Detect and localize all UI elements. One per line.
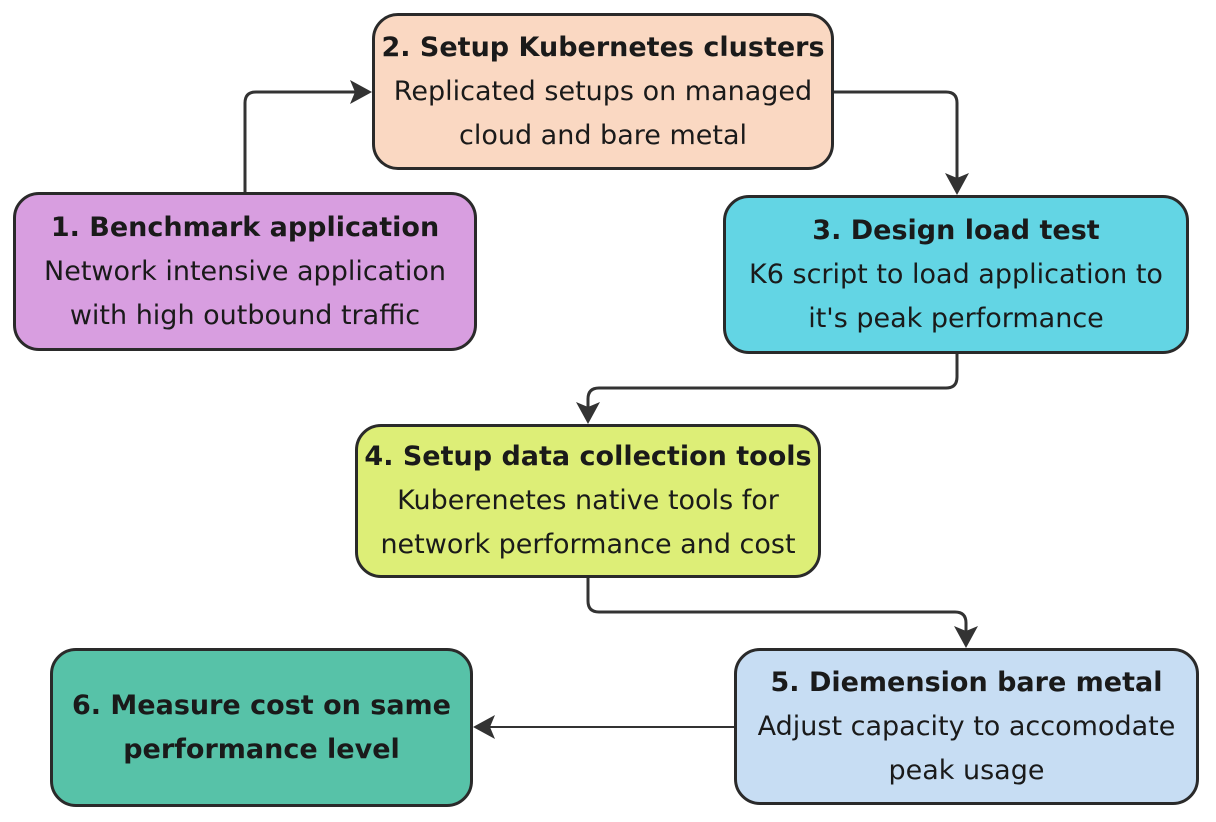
step-3-description: K6 script to load application to it's pe… [749,258,1163,334]
arrowhead-1-to-2 [350,80,372,104]
arrowhead-2-to-3 [945,173,969,195]
connector-3-to-4 [586,354,959,416]
arrowhead-4-to-5 [954,626,978,648]
connector-1-to-2 [243,90,368,192]
step-1-description: Network intensive application with high … [44,255,446,331]
step-5-description: Adjust capacity to accomodate peak usage [757,710,1176,786]
step-6-measure-cost: 6. Measure cost on same performance leve… [50,648,473,807]
step-4-title: 4. Setup data collection tools [364,441,812,472]
step-1-title: 1. Benchmark application [50,211,440,243]
connector-4-to-5 [586,578,968,640]
connector-2-to-3 [834,90,959,186]
step-2-setup-kubernetes-clusters: 2. Setup Kubernetes clusters Replicated … [372,13,834,170]
step-3-title: 3. Design load test [812,214,1100,246]
step-1-benchmark-application: 1. Benchmark application Network intensi… [13,192,477,351]
step-6-title: 6. Measure cost on same performance leve… [71,689,451,765]
step-5-title: 5. Diemension bare metal [770,666,1163,698]
step-3-design-load-test: 3. Design load test K6 script to load ap… [723,195,1189,354]
step-4-setup-data-collection-tools: 4. Setup data collection tools Kuberenet… [355,424,821,578]
step-2-description: Replicated setups on managed cloud and b… [393,75,813,151]
arrowhead-3-to-4 [576,402,600,424]
arrowhead-5-to-6 [473,715,495,739]
step-2-title: 2. Setup Kubernetes clusters [381,31,825,63]
step-4-description: Kuberenetes native tools for network per… [380,485,796,560]
step-5-dimension-bare-metal: 5. Diemension bare metal Adjust capacity… [734,648,1199,805]
